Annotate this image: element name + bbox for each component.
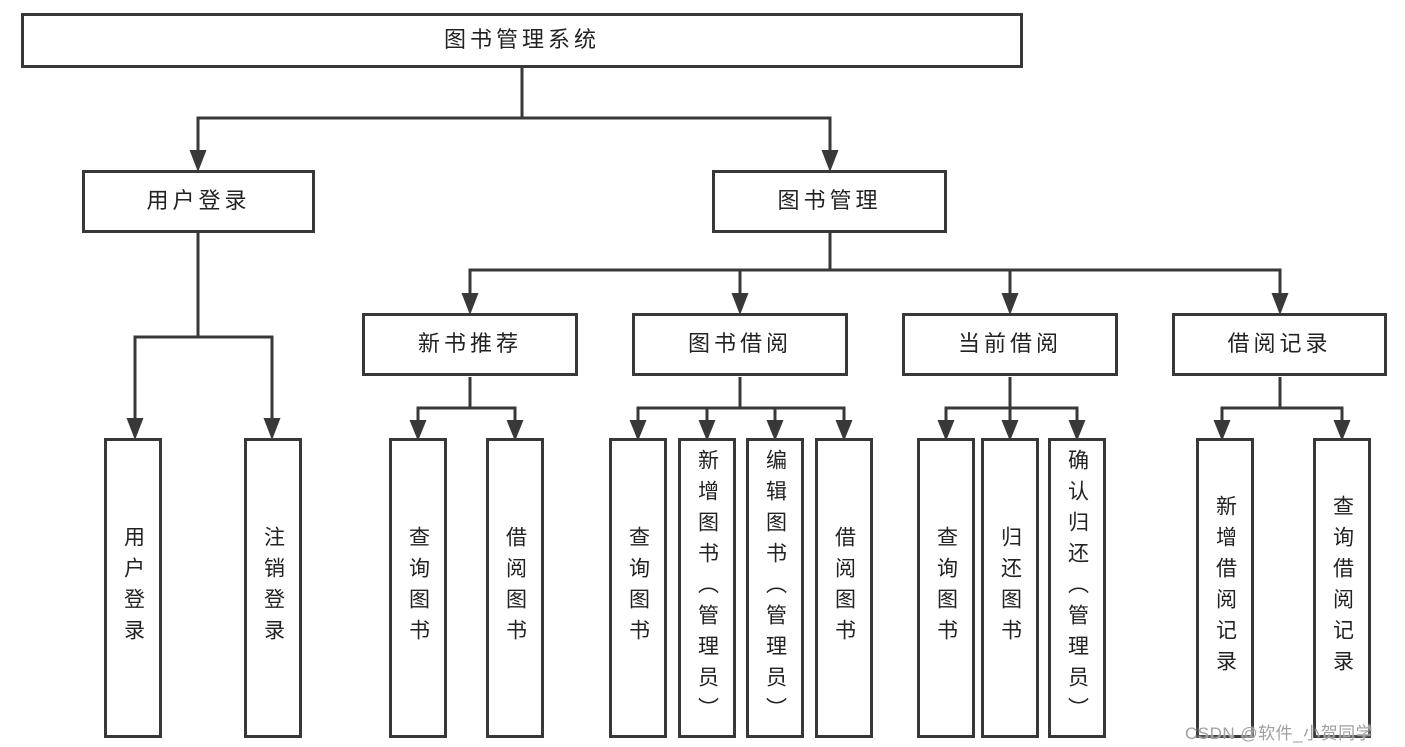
leaf-add-borrow-record: 新增借阅记录 (1196, 438, 1254, 738)
branch-book-management (461, 233, 1289, 315)
node-current-borrow-label: 当前借阅 (957, 331, 1062, 357)
leaf-label: 借阅图书 (503, 526, 527, 650)
arrowhead-icon (1068, 420, 1086, 441)
leaf-edit-books-admin: 编辑图书（管理员） (746, 438, 804, 738)
arrowhead-icon (1333, 420, 1351, 441)
leaf-label: 编辑图书（管理员） (763, 448, 787, 728)
node-user-login: 用户登录 (82, 170, 315, 233)
leaf-query-borrow-record: 查询借阅记录 (1313, 438, 1371, 738)
node-current-borrow: 当前借阅 (902, 313, 1118, 376)
node-book-management: 图书管理 (712, 170, 947, 233)
node-root: 图书管理系统 (21, 13, 1023, 68)
arrowhead-icon (835, 420, 853, 441)
leaf-borrow-borrow-books: 借阅图书 (815, 438, 873, 738)
leaf-label: 查询图书 (626, 526, 650, 650)
arrowhead-icon (698, 420, 716, 441)
node-new-book-recommend: 新书推荐 (362, 313, 578, 376)
leaf-label: 查询图书 (406, 526, 430, 650)
arrowhead-icon (629, 420, 647, 441)
leaf-current-query-books: 查询图书 (917, 438, 975, 738)
branch-new-book-recommend (409, 377, 524, 441)
arrowhead-icon (937, 420, 955, 441)
arrowhead-icon (126, 418, 144, 440)
leaf-label: 查询图书 (934, 526, 958, 650)
node-user-login-label: 用户登录 (146, 188, 251, 214)
arrowhead-icon (461, 293, 479, 315)
leaf-borrow-query-books: 查询图书 (609, 438, 667, 738)
node-book-borrow-label: 图书借阅 (687, 331, 792, 357)
node-new-book-recommend-label: 新书推荐 (417, 331, 522, 357)
leaf-label: 确认归还（管理员） (1065, 448, 1089, 728)
branch-book-borrow (629, 377, 853, 441)
arrowhead-icon (189, 150, 207, 172)
leaf-label: 新增图书（管理员） (695, 448, 719, 728)
arrowhead-icon (766, 420, 784, 441)
arrowhead-icon (409, 420, 427, 441)
leaf-label: 借阅图书 (832, 526, 856, 650)
leaf-label: 归还图书 (998, 526, 1022, 650)
leaf-return-books: 归还图书 (981, 438, 1039, 738)
node-root-label: 图书管理系统 (443, 27, 600, 53)
leaf-user-login: 用户登录 (104, 438, 162, 738)
leaf-label: 查询借阅记录 (1330, 495, 1354, 681)
branch-root (189, 68, 839, 172)
arrowhead-icon (1001, 420, 1019, 441)
arrowhead-icon (1271, 293, 1289, 315)
leaf-newbooks-borrow-books: 借阅图书 (486, 438, 544, 738)
leaf-add-books-admin: 新增图书（管理员） (678, 438, 736, 738)
leaf-label: 用户登录 (121, 526, 145, 650)
node-book-management-label: 图书管理 (777, 188, 882, 214)
leaf-confirm-return-admin: 确认归还（管理员） (1048, 438, 1106, 738)
leaf-newbooks-query-books: 查询图书 (389, 438, 447, 738)
node-book-borrow: 图书借阅 (632, 313, 848, 376)
arrowhead-icon (821, 150, 839, 172)
branch-current-borrow (937, 377, 1086, 441)
arrowhead-icon (506, 420, 524, 441)
branch-user-login (126, 233, 281, 440)
arrowhead-icon (1213, 420, 1231, 441)
node-borrow-records-label: 借阅记录 (1227, 331, 1332, 357)
node-borrow-records: 借阅记录 (1172, 313, 1387, 376)
arrowhead-icon (731, 293, 749, 315)
leaf-logout: 注销登录 (244, 438, 302, 738)
branch-borrow-records (1213, 377, 1351, 441)
leaf-label: 新增借阅记录 (1213, 495, 1237, 681)
csdn-watermark: CSDN @软件_小贺同学 (1185, 724, 1374, 743)
leaf-label: 注销登录 (261, 526, 285, 650)
arrowhead-icon (263, 418, 281, 440)
arrowhead-icon (1001, 293, 1019, 315)
